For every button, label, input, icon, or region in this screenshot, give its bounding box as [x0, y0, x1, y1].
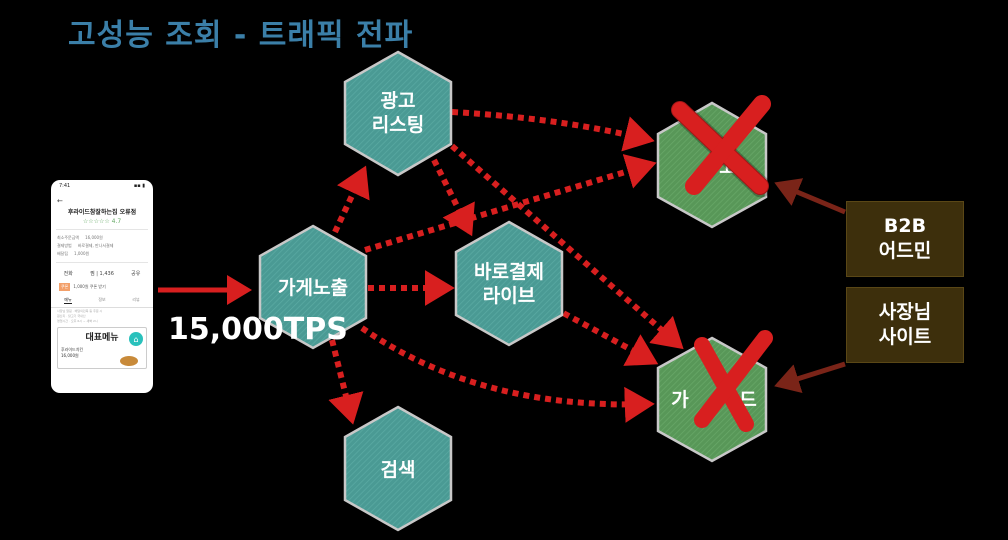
phone-info-line: 영업시간 · 오후 6시 ~ 새벽 2시 — [57, 319, 98, 323]
b2b-admin-box: B2B 어드민 — [846, 201, 964, 277]
owner-site-line2: 사이트 — [878, 326, 932, 348]
b2b-admin-line2: 어드민 — [878, 240, 932, 262]
phone-status-bar: 7:41 ▪▪ ▮ — [51, 180, 153, 195]
arrow-owner-to-bottom-target — [774, 361, 846, 394]
food-image — [120, 356, 138, 366]
arrow-b2b-to-top-target — [774, 178, 846, 215]
b2b-admin-line1: B2B — [883, 215, 927, 237]
arrow-ad-to-top-target — [451, 109, 655, 152]
node-direct-payment-live: 바로결제 라이브 — [454, 220, 564, 347]
node-ad-listing-label-2: 리스팅 — [372, 114, 424, 136]
phone-menu-title: 대표메뉴 — [85, 333, 119, 343]
node-search-label: 검색 — [381, 459, 416, 481]
tab-info: 정보 — [98, 297, 106, 302]
owner-site-box: 사장님 사이트 — [846, 287, 964, 363]
target-bottom-label-left: 가 — [671, 389, 689, 411]
node-store-exposure-label: 가게노출 — [278, 277, 348, 299]
owner-site-line1: 사장님 — [878, 301, 932, 323]
phone-rating: ☆☆☆☆☆ 4.7 — [82, 218, 122, 225]
tps-label: 15,000TPS — [168, 312, 348, 347]
call-button: 전화 — [63, 271, 73, 277]
row-value: 16,000원 — [85, 235, 103, 240]
arrow-store-to-top-target — [364, 153, 657, 253]
phone-status-icons: ▪▪ ▮ — [133, 183, 145, 189]
row-value: 바로결제, 만나서결제 — [77, 243, 114, 248]
phone-mockup: 7:41 ▪▪ ▮ ← 후라이드참잘하는집 오류점 ☆☆☆☆☆ 4.7 최소주문… — [51, 180, 153, 393]
like-button: 찜 | 1,436 — [90, 271, 114, 277]
page-title: 고성능 조회 - 트래픽 전파 — [68, 18, 414, 53]
phone-info-row: 결제방법 바로결제, 만나서결제 — [51, 242, 153, 250]
share-button: 공유 — [131, 271, 141, 277]
node-search: 검색 — [343, 405, 453, 532]
phone-time: 7:41 — [59, 183, 71, 189]
arrow-payment-to-bottom-target — [552, 305, 659, 366]
phone-actions: 전화 찜 | 1,436 공유 — [51, 267, 153, 280]
row-value: 1,000원 — [74, 251, 90, 256]
arrow-store-to-ad — [332, 165, 370, 234]
phone-menu-box: 대표메뉴 후라이드치킨 16,000원 ⌂ — [57, 327, 147, 369]
phone-menu-price: 16,000원 — [61, 353, 79, 358]
node-ad-listing: 광고 리스팅 — [343, 50, 453, 177]
tab-review: 리뷰 — [132, 297, 140, 302]
phone-info-line: 원산지 · 닭고기 국내산 — [57, 314, 86, 318]
row-label: 최소주문금액 — [57, 235, 80, 240]
propagation-arrows — [328, 109, 684, 425]
cross-icon — [694, 330, 773, 432]
divider — [56, 229, 148, 230]
cross-icon — [670, 95, 772, 198]
promo-badge: 쿠폰 — [59, 283, 71, 291]
phone-menu-item: 후라이드치킨 — [61, 347, 84, 352]
phone-info-row: 배달팁 1,000원 — [51, 250, 153, 258]
phone-info-row: 최소주문금액 16,000원 — [51, 234, 153, 242]
phone-info-line: 사장님 알림 · 배달의민족 등 주문 시 — [57, 309, 103, 313]
divider — [56, 262, 148, 263]
cart-icon: ⌂ — [129, 332, 143, 346]
node-ad-listing-label-1: 광고 — [381, 90, 416, 112]
arrow-store-to-search — [328, 339, 364, 425]
back-arrow-icon: ← — [57, 197, 63, 205]
phone-promo: 쿠폰 1,000원 쿠폰 받기 — [59, 283, 145, 291]
promo-text: 1,000원 쿠폰 받기 — [73, 284, 106, 289]
arrow-ad-to-payment — [431, 158, 475, 237]
node-store-exposure: 가게노출 — [258, 224, 368, 350]
tab-menu: 메뉴 — [64, 297, 72, 304]
phone-tabs: 메뉴 정보 리뷰 — [51, 294, 153, 308]
target-top: 고 — [656, 95, 772, 229]
row-label: 배달팁 — [57, 251, 69, 256]
row-label: 결제방법 — [57, 243, 72, 248]
node-direct-payment-label-2: 라이브 — [483, 285, 535, 307]
arrow-store-to-bottom-target — [360, 325, 655, 423]
phone-store-name: 후라이드참잘하는집 오류점 — [67, 209, 137, 216]
target-bottom: 가 드 — [656, 330, 773, 463]
node-direct-payment-label-1: 바로결제 — [474, 261, 544, 283]
